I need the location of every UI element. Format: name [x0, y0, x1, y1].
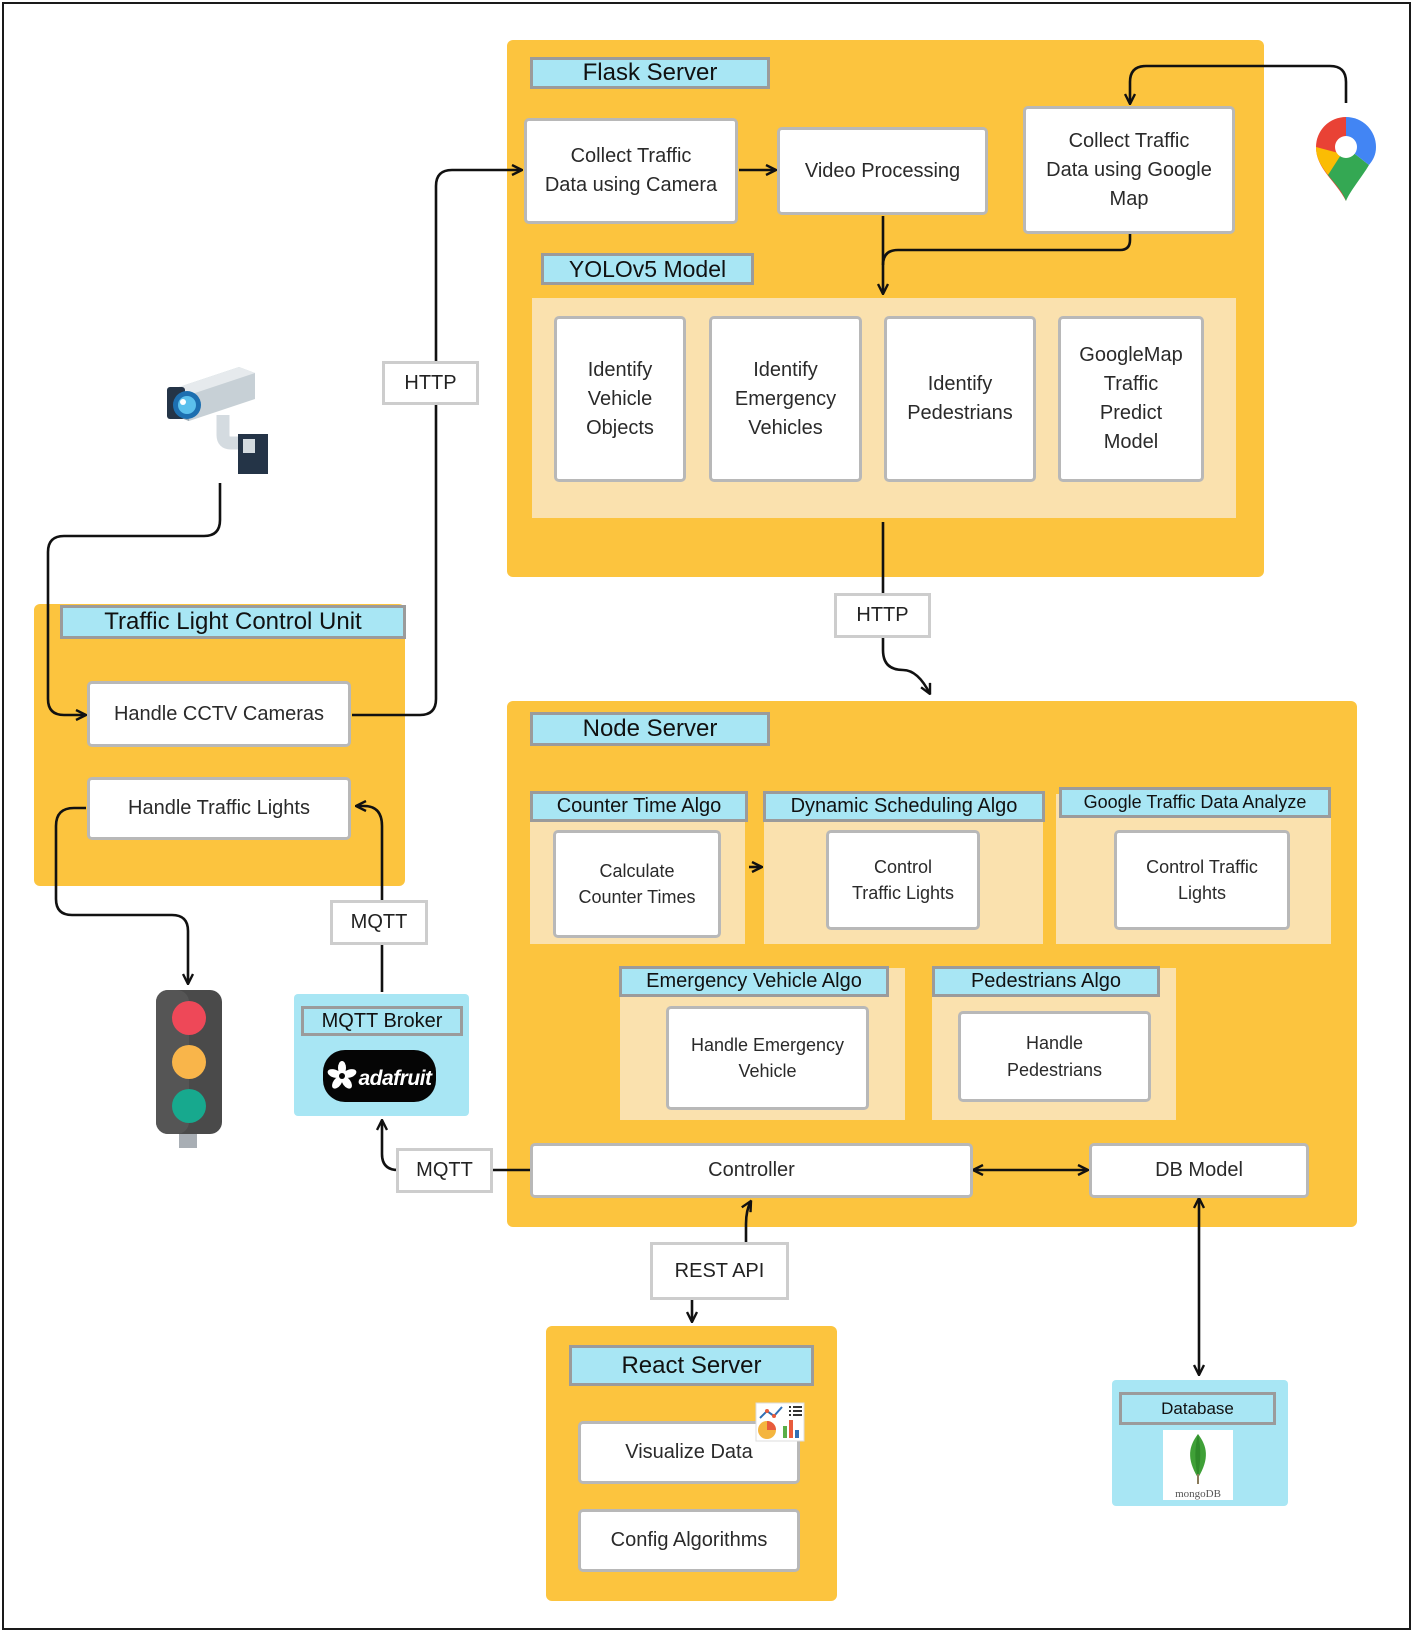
- dynamic-control-traffic-lights-card[interactable]: Control Traffic Lights: [826, 830, 980, 930]
- wire-google-to-yolo: [881, 234, 1132, 266]
- pedestrians-algo-title: Pedestrians Algo: [932, 966, 1160, 997]
- dynamic-scheduling-algo-title: Dynamic Scheduling Algo: [763, 791, 1045, 822]
- handle-traffic-lights-card[interactable]: Handle Traffic Lights: [87, 777, 351, 840]
- identify-emergency-vehicles-card[interactable]: Identify Emergency Vehicles: [709, 316, 862, 482]
- mqtt-broker-title: MQTT Broker: [301, 1006, 463, 1036]
- wire-rest-up: [746, 1201, 751, 1244]
- wire-cctv-to-flask: [352, 170, 522, 717]
- calculate-counter-times-card[interactable]: Calculate Counter Times: [553, 830, 721, 938]
- wire-flask-to-node: [881, 522, 930, 694]
- controller-card[interactable]: Controller: [530, 1143, 973, 1198]
- mongodb-logo: mongoDB: [1163, 1430, 1233, 1500]
- traffic-light-icon: [156, 990, 222, 1148]
- rest-api-label: REST API: [650, 1242, 789, 1300]
- wire-broker-to-lights: [356, 806, 384, 992]
- tlcu-title: Traffic Light Control Unit: [60, 605, 406, 639]
- cctv-camera-icon: [167, 367, 268, 474]
- collect-traffic-camera-card[interactable]: Collect Traffic Data using Camera: [524, 118, 738, 224]
- http-label-left: HTTP: [382, 361, 479, 405]
- identify-vehicle-objects-card[interactable]: Identify Vehicle Objects: [554, 316, 686, 482]
- mqtt-label-bottom: MQTT: [396, 1148, 493, 1193]
- visualize-data-card[interactable]: Visualize Data: [578, 1421, 800, 1484]
- google-control-traffic-lights-card[interactable]: Control Traffic Lights: [1114, 830, 1290, 930]
- database-title: Database: [1119, 1392, 1276, 1425]
- wire-camera-to-cctv: [46, 483, 222, 715]
- mqtt-label-up: MQTT: [330, 900, 428, 945]
- mongodb-leaf-icon: [1190, 1434, 1206, 1484]
- emergency-vehicle-algo-title: Emergency Vehicle Algo: [619, 966, 889, 997]
- adafruit-logo: adafruit: [323, 1050, 436, 1102]
- handle-emergency-vehicle-card[interactable]: Handle Emergency Vehicle: [666, 1006, 869, 1110]
- mongodb-logo-text: mongoDB: [1175, 1488, 1221, 1500]
- counter-time-algo-title: Counter Time Algo: [530, 791, 748, 822]
- handle-pedestrians-card[interactable]: Handle Pedestrians: [958, 1011, 1151, 1102]
- googlemap-traffic-predict-card[interactable]: GoogleMap Traffic Predict Model: [1058, 316, 1204, 482]
- flask-server-title: Flask Server: [530, 57, 770, 89]
- db-model-card[interactable]: DB Model: [1089, 1143, 1309, 1198]
- google-maps-pin-icon: [1316, 117, 1376, 201]
- google-traffic-analyze-title: Google Traffic Data Analyze: [1059, 787, 1331, 818]
- wire-gmaps-to-collect: [1130, 64, 1348, 104]
- adafruit-flower-icon: [328, 1061, 357, 1089]
- yolo-model-title: YOLOv5 Model: [541, 253, 754, 285]
- collect-traffic-google-card[interactable]: Collect Traffic Data using Google Map: [1023, 106, 1235, 234]
- identify-pedestrians-card[interactable]: Identify Pedestrians: [884, 316, 1036, 482]
- wire-lights-to-trafficlight: [54, 806, 188, 984]
- react-server-title: React Server: [569, 1345, 814, 1386]
- video-processing-card[interactable]: Video Processing: [777, 127, 988, 215]
- handle-cctv-cameras-card[interactable]: Handle CCTV Cameras: [87, 681, 351, 747]
- adafruit-logo-text: adafruit: [358, 1067, 432, 1090]
- node-server-title: Node Server: [530, 712, 770, 746]
- chart-icon: [755, 1402, 805, 1442]
- config-algorithms-card[interactable]: Config Algorithms: [578, 1509, 800, 1572]
- http-label-middle: HTTP: [834, 593, 931, 638]
